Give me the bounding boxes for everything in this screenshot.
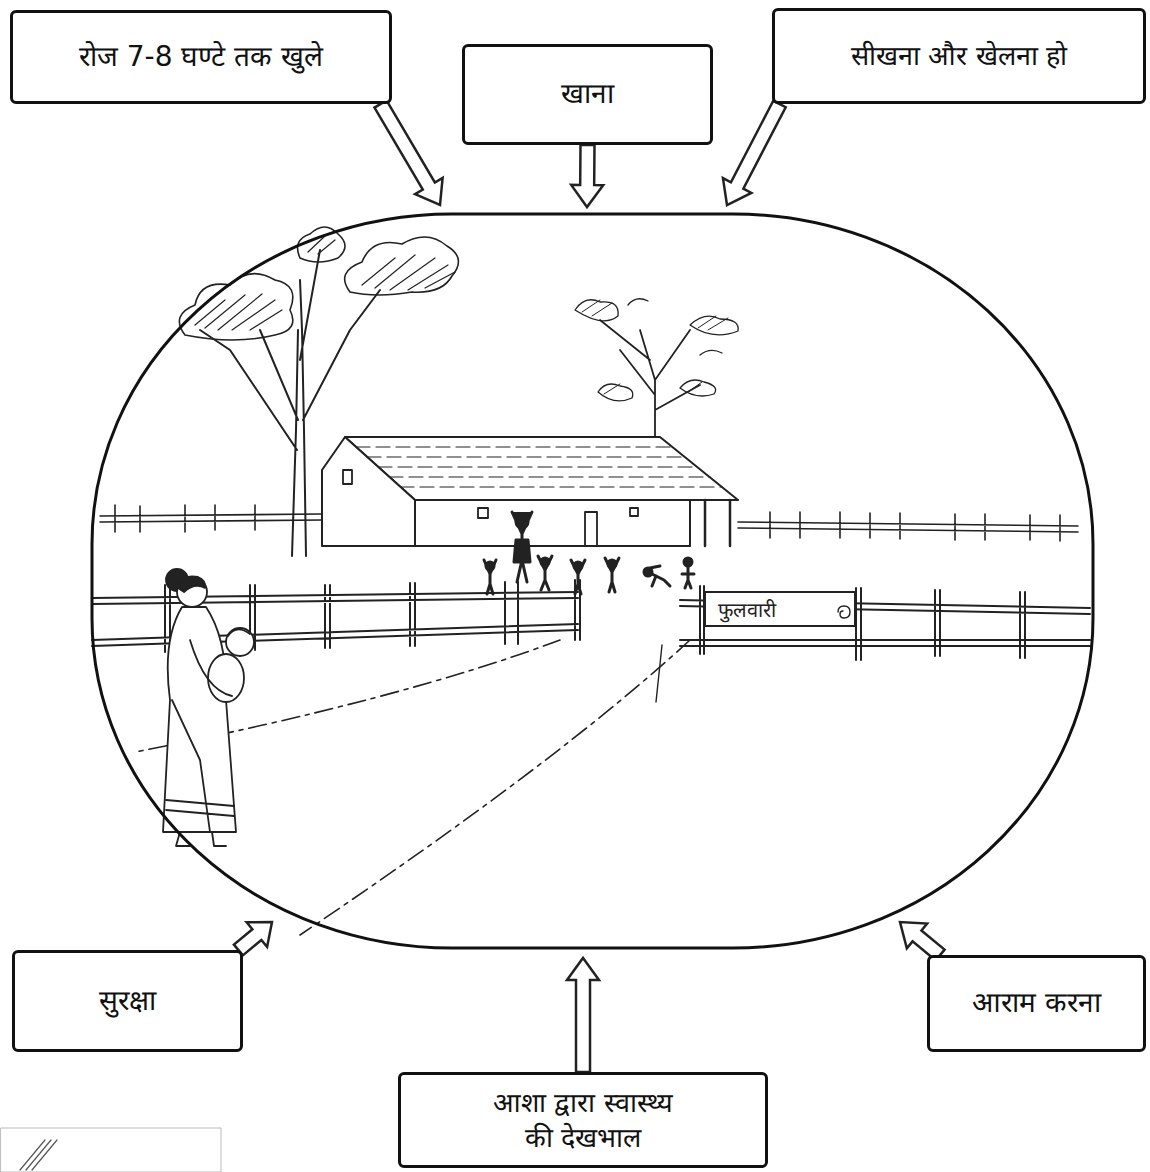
box-label: खाना xyxy=(561,76,614,112)
tree-shading xyxy=(582,300,728,394)
signboard xyxy=(705,592,855,626)
child-figure xyxy=(484,560,496,594)
signboard-swirl xyxy=(838,606,850,618)
oval-outline xyxy=(90,212,1095,950)
saree-border xyxy=(166,700,234,832)
block-arrow xyxy=(567,958,599,1072)
child-figure xyxy=(538,556,552,590)
mother-with-child xyxy=(163,569,254,846)
feature-box: आशा द्वारा स्वास्थ्य की देखभाल xyxy=(398,1072,768,1168)
child-head xyxy=(226,628,254,656)
cropped-fragment xyxy=(1,1128,221,1172)
child-figure xyxy=(605,558,619,592)
creche-oval: फुलवारी xyxy=(90,212,1095,950)
woman-hair xyxy=(178,576,205,592)
box-label: सीखना और खेलना हो xyxy=(851,38,1068,73)
woman-saree xyxy=(163,607,236,832)
woman-head xyxy=(177,577,207,607)
child-figure xyxy=(682,566,694,588)
box-label: आशा द्वारा स्वास्थ्य की देखभाल xyxy=(458,1085,708,1155)
house-window xyxy=(478,508,488,518)
box-label: आराम करना xyxy=(972,985,1101,1021)
feature-box: सुरक्षा xyxy=(12,950,243,1052)
feature-box: आराम करना xyxy=(927,955,1146,1052)
footpath-edge xyxy=(656,645,662,702)
house-gable-wall xyxy=(322,437,415,546)
box-label: सुरक्षा xyxy=(99,983,156,1019)
block-arrow xyxy=(571,145,603,207)
cropped-fragment xyxy=(20,1140,57,1170)
feature-box: सीखना और खेलना हो xyxy=(772,8,1146,104)
tree-trunk xyxy=(600,320,700,452)
fence-post xyxy=(856,588,861,660)
woman-arm xyxy=(190,640,232,696)
house-window xyxy=(343,470,352,484)
house-front-wall xyxy=(415,500,690,546)
child-figure xyxy=(571,560,585,594)
child-hair xyxy=(228,629,250,636)
house-window xyxy=(630,508,638,516)
teacher-figure xyxy=(512,512,532,582)
veranda-posts xyxy=(705,500,730,546)
child-figure xyxy=(650,566,670,586)
box-label: रोज 7-8 घण्टे तक खुले xyxy=(79,39,323,75)
oval-outline xyxy=(92,214,1093,948)
feature-box: रोज 7-8 घण्टे तक खुले xyxy=(10,10,392,104)
roof-tiles xyxy=(356,447,722,487)
sign-text: फुलवारी xyxy=(718,597,776,623)
tree-foliage xyxy=(575,299,738,401)
feature-box: खाना xyxy=(462,44,713,145)
front-fence xyxy=(92,580,1090,658)
block-arrow xyxy=(723,101,786,205)
children-playing xyxy=(484,512,694,594)
tree-foliage xyxy=(179,227,458,340)
block-arrow xyxy=(375,100,443,205)
house-door xyxy=(585,512,597,546)
